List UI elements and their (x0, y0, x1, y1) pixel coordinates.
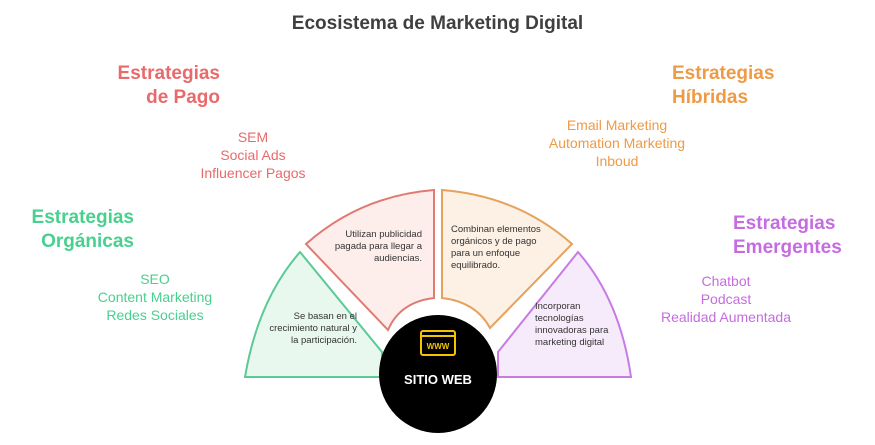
segment-pago (304, 188, 435, 332)
item-hibridas-1: Email Marketing (566, 117, 668, 133)
center-hub (379, 315, 497, 433)
heading-hibridas-line1: Estrategias (672, 63, 775, 84)
www-icon-text: WWW (427, 342, 450, 351)
heading-pago-line1: Estrategias (117, 63, 220, 84)
www-icon: WWW (420, 330, 456, 356)
items-emergentes: Chatbot Podcast Realidad Aumentada (648, 272, 804, 326)
description-emergentes: Incorporan tecnologías innovadoras para … (535, 301, 609, 348)
center-label: SITIO WEB (404, 372, 472, 387)
items-pago: SEM Social Ads Influencer Pagos (180, 128, 326, 182)
heading-emergentes: Estrategias Emergentes (733, 212, 863, 260)
heading-pago: Estrategias de Pago (96, 62, 220, 110)
item-hibridas-3: Inboud (595, 153, 639, 169)
segment-organicas (243, 250, 383, 378)
heading-emergentes-line1: Estrategias (733, 213, 836, 234)
item-pago-2: Social Ads (220, 147, 286, 163)
heading-hibridas-line2: Híbridas (672, 87, 749, 108)
description-organicas: Se basan en el crecimiento natural y la … (269, 311, 357, 346)
item-organicas-2: Content Marketing (97, 289, 213, 305)
item-organicas-3: Redes Sociales (106, 307, 204, 323)
item-emergentes-1: Chatbot (701, 273, 751, 289)
description-hibridas: Combinan elementos orgánicos y de pago p… (451, 224, 541, 271)
heading-emergentes-line2: Emergentes (733, 237, 842, 258)
item-pago-1: SEM (237, 129, 269, 145)
item-hibridas-2: Automation Marketing (548, 135, 686, 151)
item-organicas-1: SEO (140, 271, 170, 287)
item-emergentes-2: Podcast (700, 291, 752, 307)
heading-hibridas: Estrategias Híbridas (672, 62, 802, 110)
heading-organicas-line1: Estrategias (31, 207, 134, 228)
item-pago-3: Influencer Pagos (200, 165, 306, 181)
item-emergentes-3: Realidad Aumentada (661, 309, 791, 325)
segment-emergentes (497, 250, 633, 378)
segment-hibridas (441, 188, 574, 330)
items-organicas: SEO Content Marketing Redes Sociales (82, 270, 228, 324)
description-pago: Utilizan publicidad pagada para llegar a… (334, 229, 422, 264)
heading-organicas: Estrategias Orgánicas (20, 206, 134, 254)
heading-organicas-line2: Orgánicas (41, 231, 134, 252)
diagram-title: Ecosistema de Marketing Digital (291, 13, 584, 34)
heading-pago-line2: de Pago (146, 87, 220, 108)
items-hibridas: Email Marketing Automation Marketing Inb… (531, 116, 703, 170)
